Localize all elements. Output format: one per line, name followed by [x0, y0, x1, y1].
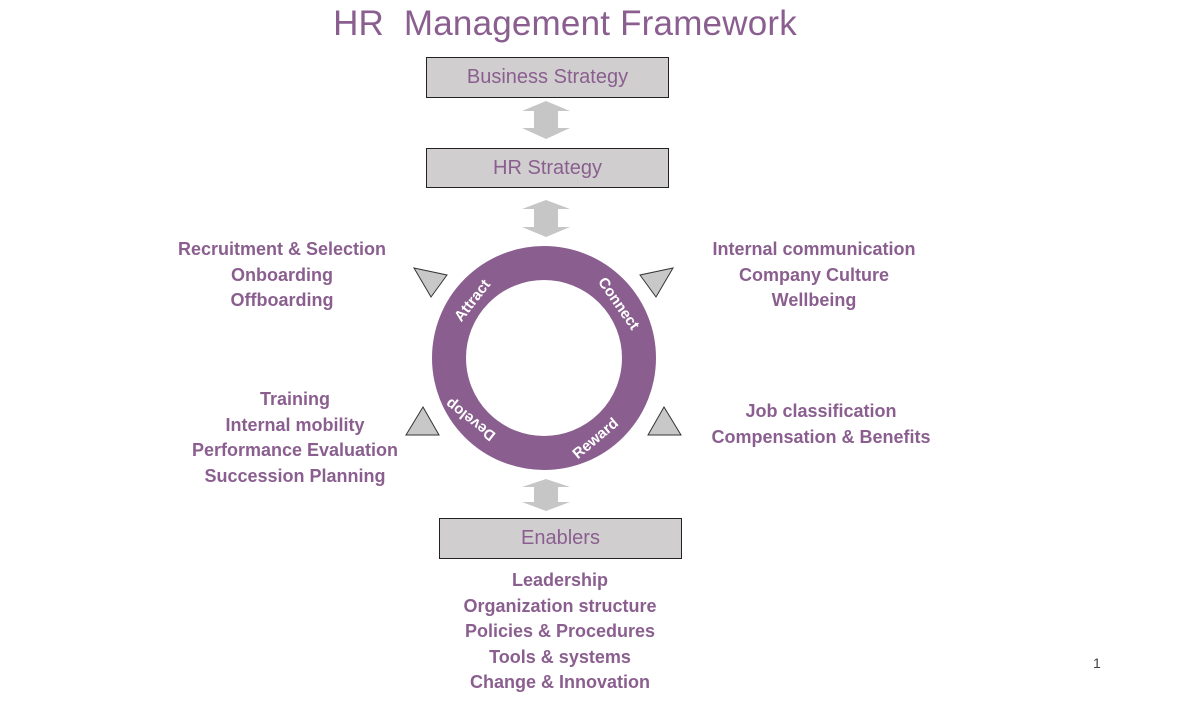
- enablers-label: Enablers: [521, 527, 600, 549]
- reward-list: Job classification Compensation & Benefi…: [700, 399, 942, 450]
- connect-list: Internal communication Company Culture W…: [698, 237, 930, 314]
- pointer-triangle-icon: [639, 267, 675, 298]
- list-item: Wellbeing: [771, 290, 857, 310]
- list-item: Internal communication: [712, 239, 916, 259]
- hr-strategy-label: HR Strategy: [493, 156, 602, 179]
- list-item: Tools & systems: [489, 646, 631, 667]
- business-strategy-box: Business Strategy: [426, 57, 669, 98]
- list-item: Leadership: [511, 570, 609, 590]
- cycle-ring: [432, 246, 656, 470]
- list-item: Training: [259, 389, 330, 409]
- list-item: Company Culture: [738, 264, 889, 285]
- list-item: Offboarding: [230, 290, 334, 310]
- attract-list: Recruitment & Selection Onboarding Offbo…: [167, 237, 397, 314]
- pointer-triangle-icon: [412, 267, 448, 298]
- page-title: HR Management Framework: [333, 4, 797, 43]
- list-item: Recruitment & Selection: [177, 239, 387, 259]
- list-item: Succession Planning: [204, 465, 386, 486]
- business-strategy-label: Business Strategy: [466, 66, 629, 88]
- list-item: Policies & Procedures: [464, 621, 656, 641]
- list-item: Onboarding: [231, 264, 333, 285]
- page-number: 1: [1093, 655, 1101, 671]
- list-item: Job classification: [745, 401, 897, 421]
- double-arrow-icon: [522, 200, 570, 237]
- enablers-box: Enablers: [439, 518, 682, 559]
- list-item: Change & Innovation: [470, 672, 650, 692]
- pointer-triangle-icon: [647, 406, 682, 436]
- list-item: Performance Evaluation: [191, 440, 399, 460]
- list-item: Organization structure: [463, 595, 657, 616]
- pointer-triangle-icon: [405, 406, 440, 436]
- double-arrow-icon: [522, 479, 570, 511]
- develop-list: Training Internal mobility Performance E…: [180, 387, 410, 489]
- enablers-list: Leadership Organization structure Polici…: [445, 568, 675, 696]
- list-item: Internal mobility: [225, 414, 365, 435]
- list-item: Compensation & Benefits: [711, 426, 931, 447]
- hr-strategy-box: HR Strategy: [426, 148, 669, 188]
- double-arrow-icon: [522, 101, 570, 139]
